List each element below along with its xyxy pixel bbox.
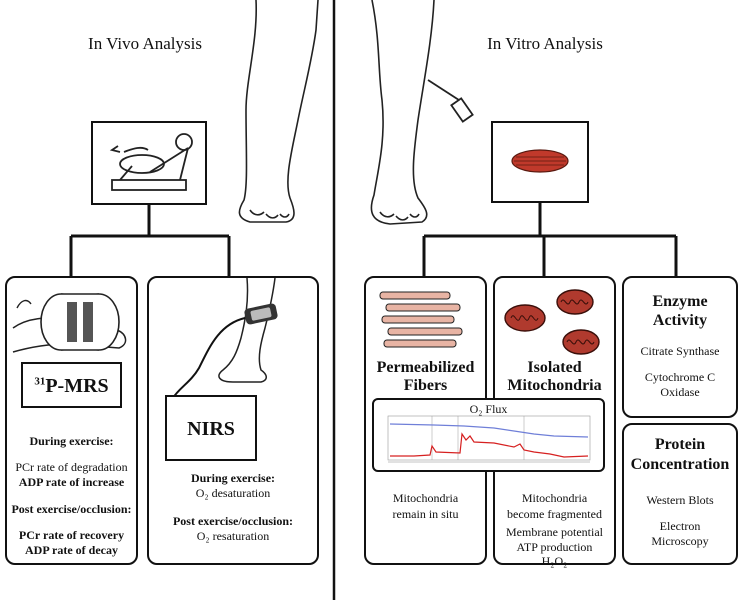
enzyme-title-line-2: Activity: [652, 312, 708, 329]
ergometer-icon: [109, 133, 193, 191]
ergometer-box: [91, 121, 207, 205]
left-tree-connectors: [69, 204, 231, 276]
o2-concentration-line: [389, 423, 589, 438]
nirs-post-line: O₂ resaturation: [196, 529, 270, 543]
mito-title-line-2: Mitochondria: [507, 377, 602, 394]
protein-item-2-line-2: Microscopy: [651, 534, 709, 548]
mrs-superscript: 31: [34, 375, 46, 388]
mito-list-item-2: ATP production: [516, 540, 593, 554]
o2-flux-label: O₂ Flux: [469, 402, 508, 416]
mito-note-line-1: Mitochondria: [521, 491, 588, 505]
mito-title-line-1: Isolated: [527, 359, 582, 376]
biopsy-needle-icon: [427, 79, 474, 123]
leg-right-icon: [370, 0, 435, 225]
mrs-post-line-2: ADP rate of decay: [25, 543, 118, 557]
fibers-title-line-1: Permeabilized: [376, 359, 475, 376]
mrs-during-line-1: PCr rate of degradation: [15, 460, 128, 474]
mito-note-line-2: become fragmented: [507, 507, 602, 521]
muscle-icon: [511, 149, 569, 173]
mrs-label-text: P-MRS: [45, 375, 109, 397]
nirs-panel: NIRS During exercise: O₂ desaturation Po…: [147, 276, 319, 565]
mitochondria-icon: [504, 289, 600, 355]
protein-panel: Protein Concentration Western Blots Elec…: [622, 423, 738, 565]
right-tree-connectors: [422, 202, 678, 276]
enzyme-panel: Enzyme Activity Citrate Synthase Cytochr…: [622, 276, 738, 418]
mrs-label-box: 31P-MRS: [21, 362, 122, 408]
invivo-title: In Vivo Analysis: [88, 34, 202, 53]
protein-title-line-1: Protein: [654, 436, 706, 453]
enzyme-item-1: Citrate Synthase: [640, 344, 720, 358]
protein-item-1: Western Blots: [646, 493, 714, 507]
mito-list-item-1: Membrane potential: [506, 525, 603, 539]
mrs-post-line-1: PCr rate of recovery: [18, 528, 125, 542]
o2-flux-trace: [387, 415, 591, 463]
mrs-during-heading: During exercise:: [29, 434, 114, 448]
enzyme-title-line-1: Enzyme: [652, 293, 708, 310]
protein-item-2-line-1: Electron: [659, 519, 701, 533]
fibers-note-line-2: remain in situ: [392, 507, 459, 521]
nirs-label: NIRS: [187, 418, 235, 440]
o2-flux-line: [390, 432, 589, 458]
nirs-during-line: O₂ desaturation: [195, 486, 271, 500]
fibers-title-line-2: Fibers: [403, 377, 448, 394]
protein-title-line-2: Concentration: [630, 456, 730, 473]
mrs-coil-icon: [12, 293, 127, 353]
o2-flux-panel: O₂ Flux: [372, 398, 605, 472]
fibers-note-line-1: Mitochondria: [392, 491, 459, 505]
nirs-post-heading: Post exercise/occlusion:: [172, 514, 294, 528]
mito-list-item-3: H₂O₂: [541, 554, 568, 568]
enzyme-item-2-line-1: Cytochrome C: [644, 370, 716, 384]
mrs-post-heading: Post exercise/occlusion:: [11, 502, 132, 516]
invitro-title: In Vitro Analysis: [487, 34, 603, 53]
fibers-icon: [379, 291, 463, 348]
mrs-during-line-2: ADP rate of increase: [18, 475, 125, 489]
nirs-label-box: NIRS: [165, 395, 257, 461]
mrs-label: 31P-MRS: [23, 374, 120, 398]
nirs-during-heading: During exercise:: [190, 471, 276, 485]
enzyme-item-2-line-2: Oxidase: [660, 385, 700, 399]
mrs-panel: 31P-MRS During exercise: PCr rate of deg…: [5, 276, 138, 565]
leg-left-icon: [238, 0, 319, 223]
nirs-leg-icon: [172, 278, 278, 399]
